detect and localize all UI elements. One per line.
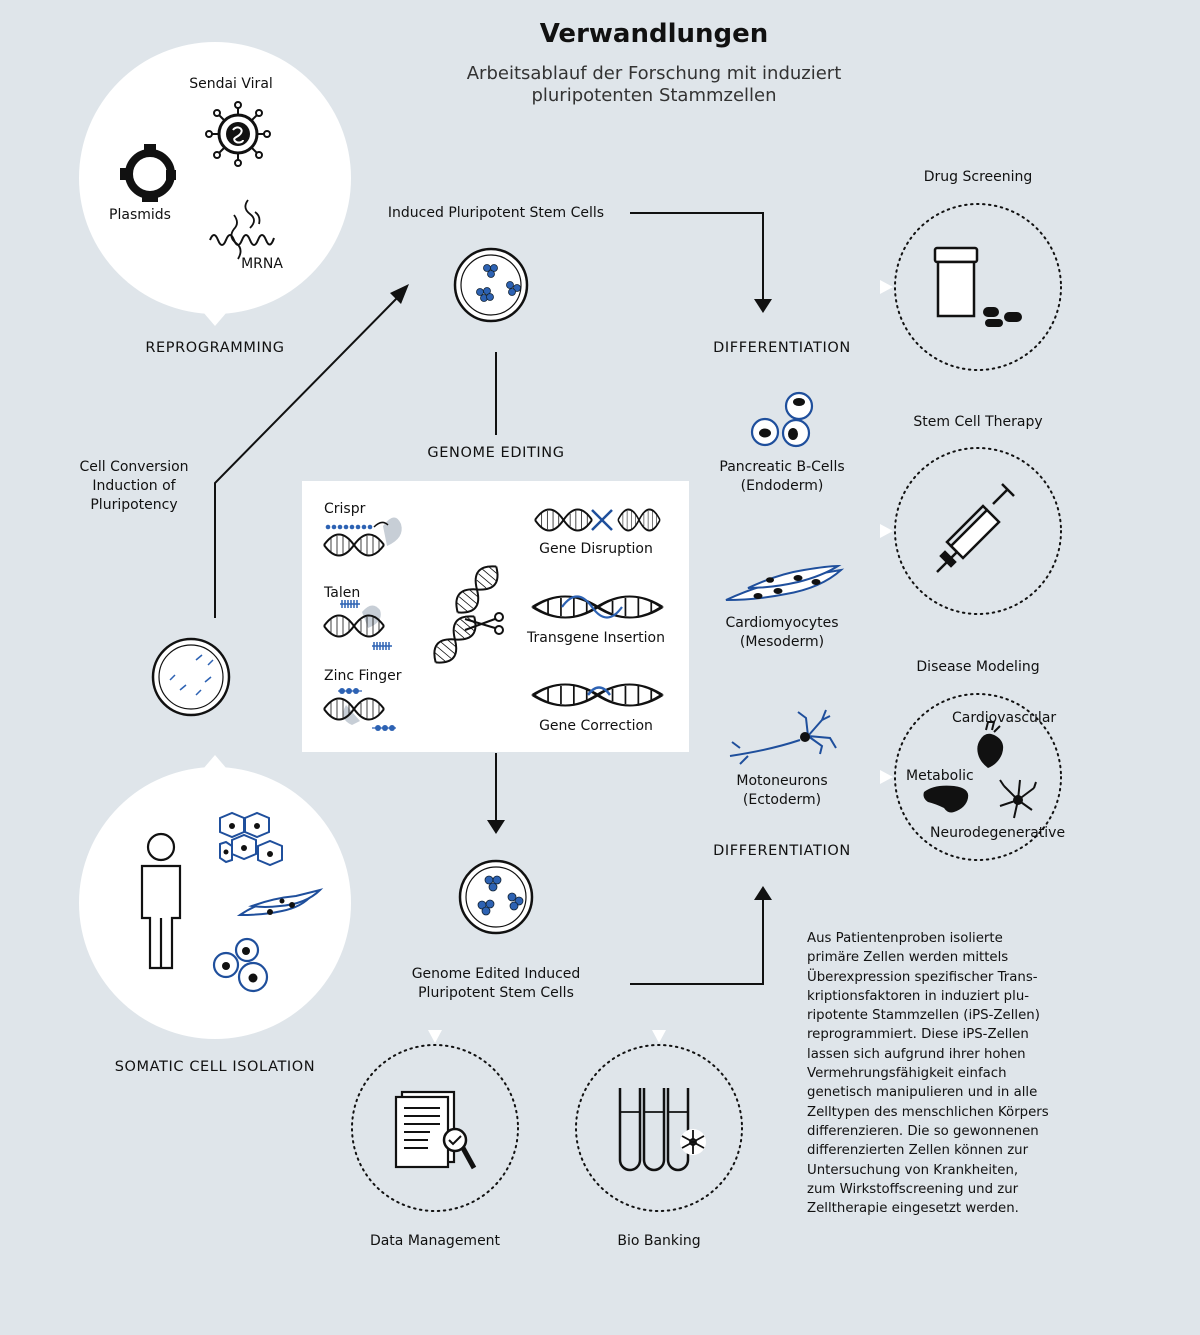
zinc-finger-label: Zinc Finger <box>324 668 402 684</box>
description-paragraph: Aus Patientenproben isolierte primäre Ze… <box>807 931 1049 1217</box>
snowflake-icon <box>680 1129 706 1155</box>
pancreatic-label: Pancreatic B-Cells (Endoderm) <box>719 459 845 494</box>
sendai-viral-label: Sendai Viral <box>189 76 273 92</box>
metabolic-label: Metabolic <box>906 768 974 784</box>
cell-conversion-label: Cell Conversion Induction of Pluripotenc… <box>79 459 189 513</box>
motoneurons-label: Motoneurons (Ectoderm) <box>736 773 828 808</box>
somatic-bubble <box>79 755 351 1039</box>
plasmids-label: Plasmids <box>109 207 171 223</box>
data-management-circle <box>351 1030 519 1212</box>
stem-cell-therapy-label: Stem Cell Therapy <box>913 414 1043 430</box>
heart-icon <box>977 721 1004 768</box>
neurodegenerative-label: Neurodegenerative <box>930 825 1066 841</box>
cardiomyocytes-icon <box>725 564 845 601</box>
gene-correction-icon <box>533 685 662 706</box>
disease-modeling-label: Disease Modeling <box>916 659 1040 675</box>
ipsc-label: Induced Pluripotent Stem Cells <box>387 205 605 221</box>
edited-dish-icon <box>458 859 534 935</box>
bio-banking-circle <box>575 1030 743 1212</box>
differentiation-label-bottom: DIFFERENTIATION <box>713 843 851 859</box>
disease-modeling-circle <box>880 693 1062 861</box>
fibroblast-cells-icon <box>236 888 324 917</box>
page-subtitle: Arbeitsablauf der Forschung mit induzier… <box>466 63 842 106</box>
somatic-cell-isolation-label: SOMATIC CELL ISOLATION <box>114 1059 316 1075</box>
mrna-icon <box>209 199 275 260</box>
syringe-icon <box>936 483 1015 573</box>
test-tubes-icon <box>618 1088 690 1172</box>
arrowhead-to-ipsc <box>390 284 409 304</box>
human-figure-icon <box>140 832 182 970</box>
arrowhead-up-differentiation <box>754 886 772 900</box>
edited-ipsc-label: Genome Edited Induced Pluripotent Stem C… <box>411 966 581 1001</box>
epithelial-cells-icon <box>219 811 283 867</box>
pancreatic-cells-icon <box>750 391 814 448</box>
plasmid-icon <box>120 144 176 202</box>
crispr-label: Crispr <box>324 501 366 517</box>
liver-icon <box>923 785 969 813</box>
gene-disruption-label: Gene Disruption <box>539 541 653 557</box>
stem-cell-therapy-circle <box>880 447 1062 615</box>
gene-correction-label: Gene Correction <box>539 718 653 734</box>
dna-scissors-icon <box>426 558 506 671</box>
talen-icon <box>323 600 392 650</box>
arrow-to-differentiation <box>630 212 764 300</box>
genome-editing-label: GENOME EDITING <box>427 445 565 461</box>
sendai-virus-icon <box>205 101 271 167</box>
arrowhead-down-differentiation <box>754 299 772 313</box>
talen-label: Talen <box>324 585 361 601</box>
somatic-dish-icon <box>151 637 231 717</box>
zinc-finger-icon <box>323 688 396 731</box>
arrowhead-to-edited <box>487 820 505 834</box>
transgene-insertion-icon <box>533 597 662 618</box>
ipsc-dish-icon <box>453 247 529 323</box>
cardiovascular-label: Cardiovascular <box>952 710 1057 726</box>
arrow-cell-conversion <box>214 296 399 618</box>
cardiomyocytes-label: Cardiomyocytes (Mesoderm) <box>725 615 839 650</box>
transgene-insertion-label: Transgene Insertion <box>527 630 665 646</box>
gene-disruption-icon <box>534 508 661 532</box>
neuron-icon <box>999 779 1037 819</box>
bio-banking-label: Bio Banking <box>617 1233 701 1249</box>
differentiation-label-top: DIFFERENTIATION <box>713 340 851 356</box>
reprogramming-bubble <box>79 42 351 326</box>
data-management-label: Data Management <box>369 1233 501 1249</box>
document-search-icon <box>394 1090 477 1170</box>
page-title: Verwandlungen <box>539 19 769 49</box>
drug-screening-circle <box>880 203 1062 371</box>
arrow-edited-to-differentiation <box>630 898 764 985</box>
crispr-icon <box>323 517 402 557</box>
drug-screening-label: Drug Screening <box>923 169 1033 185</box>
round-cells-icon <box>212 937 269 993</box>
motoneuron-icon <box>729 709 837 765</box>
reprogramming-label: REPROGRAMMING <box>145 340 285 356</box>
mrna-label: MRNA <box>241 256 283 272</box>
pill-bottle-icon <box>933 246 1022 327</box>
